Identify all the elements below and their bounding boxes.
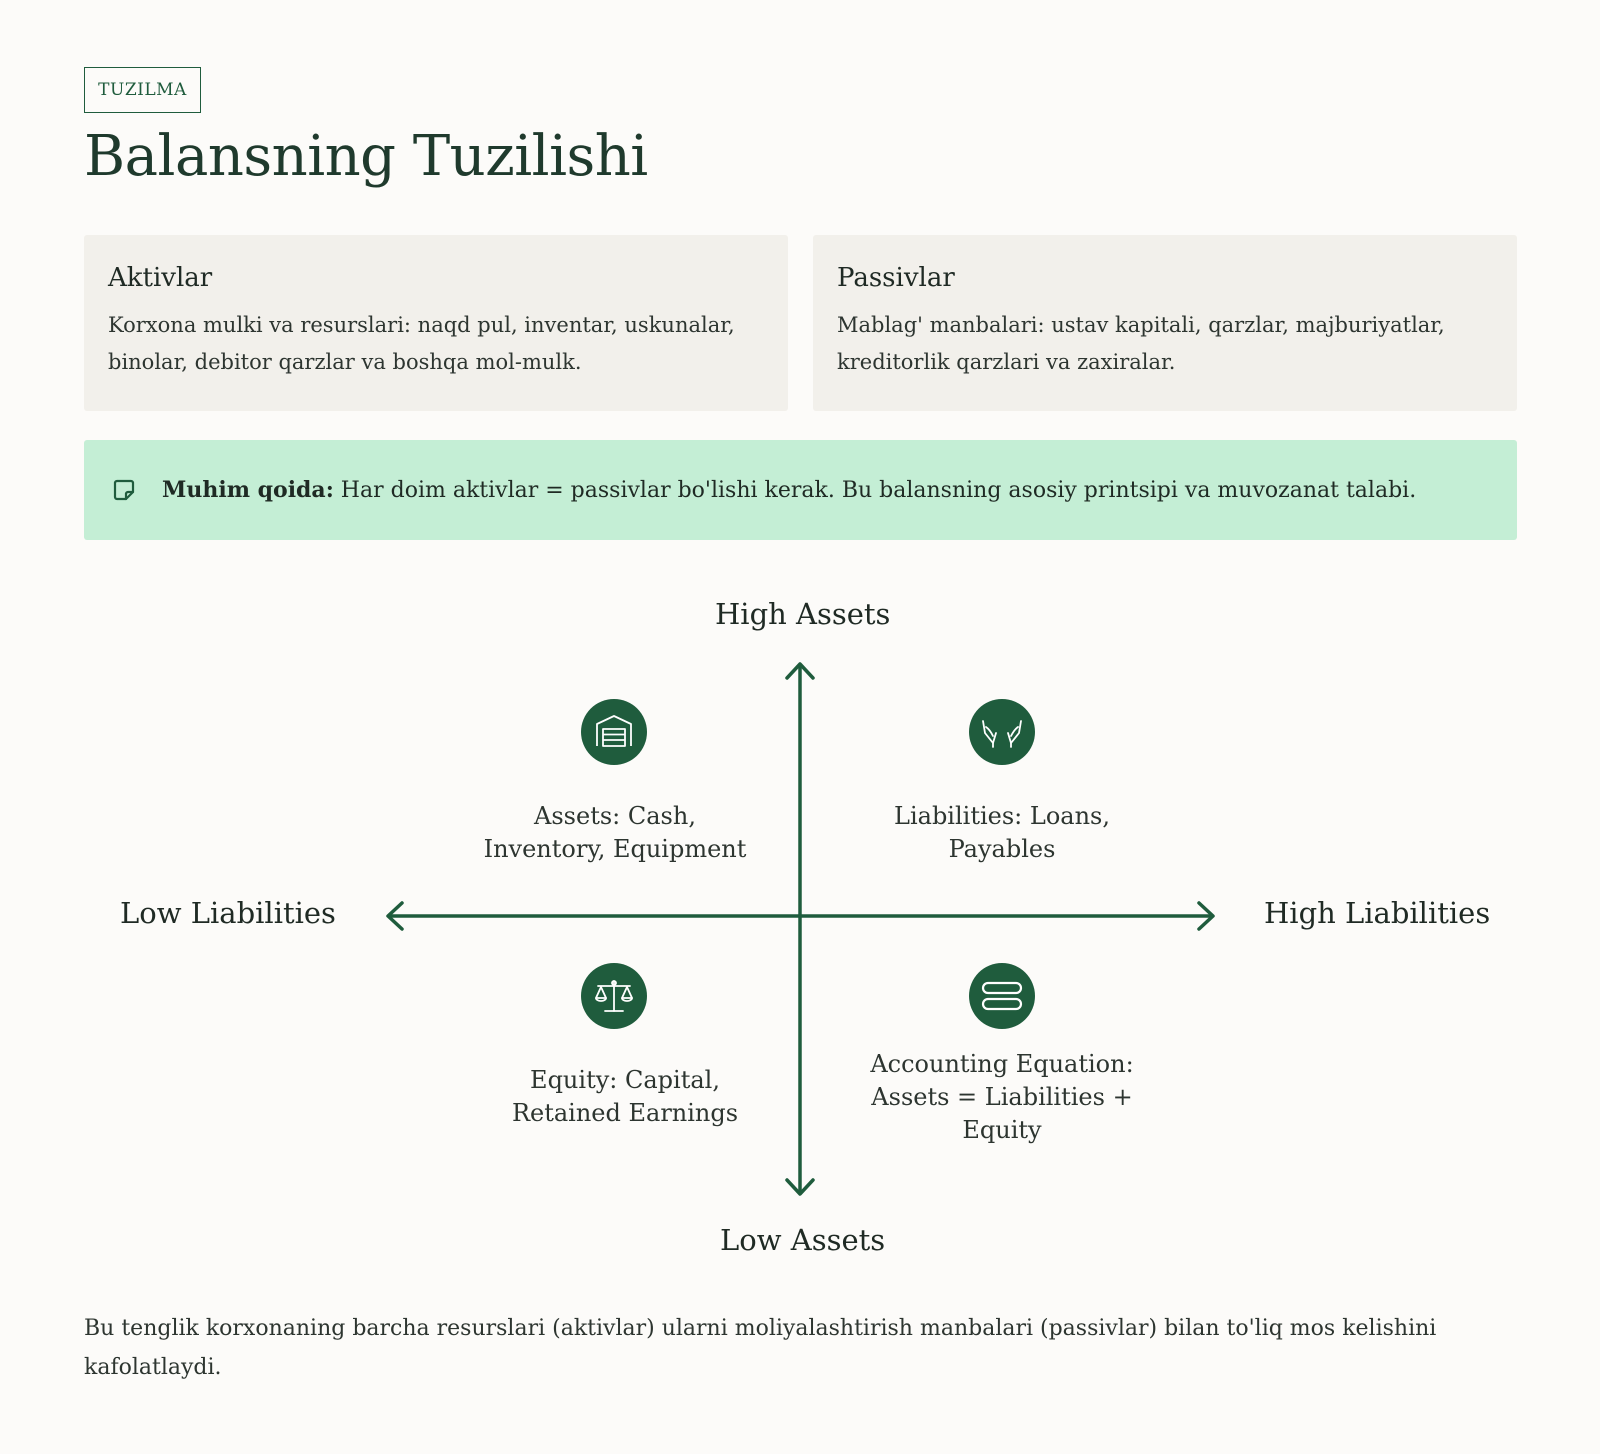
- warehouse-icon: [581, 699, 647, 765]
- label-line: Inventory, Equipment: [483, 835, 747, 863]
- arrow-right: [1197, 901, 1215, 931]
- label-line: Liabilities: Loans,: [894, 802, 1110, 830]
- arrow-left: [386, 901, 404, 931]
- balance-scale-icon: [581, 963, 647, 1029]
- label-line: Retained Earnings: [511, 1099, 739, 1127]
- axis-label-left: Low Liabilities: [120, 896, 336, 930]
- quadrant-label-liabilities: Liabilities: Loans, Payables: [862, 800, 1142, 866]
- assets-card-heading: Aktivlar: [108, 263, 213, 293]
- liabilities-card: Passivlar Mablag' manbalari: ustav kapit…: [813, 235, 1517, 411]
- arrow-down: [785, 1178, 815, 1196]
- quadrant-label-equity: Equity: Capital, Retained Earnings: [480, 1064, 770, 1130]
- footer-text: Bu tenglik korxonaning barcha resurslari…: [84, 1316, 1437, 1380]
- note-body: Har doim aktivlar = passivlar bo'lishi k…: [333, 478, 1417, 503]
- section-tag: TUZILMA: [84, 67, 201, 113]
- quadrant-label-equation: Accounting Equation: Assets = Liabilitie…: [852, 1048, 1152, 1147]
- liabilities-card-heading: Passivlar: [837, 263, 955, 293]
- important-rule-note: Muhim qoida: Har doim aktivlar = passivl…: [84, 440, 1517, 540]
- axis-label-right: High Liabilities: [1264, 896, 1491, 930]
- axis-label-bottom: Low Assets: [720, 1223, 886, 1257]
- note-text: Muhim qoida: Har doim aktivlar = passivl…: [162, 477, 1416, 503]
- liabilities-card-text: Mablag' manbalari: ustav kapitali, qarzl…: [837, 313, 1445, 374]
- label-line: Equity: [962, 1116, 1042, 1144]
- note-bold-label: Muhim qoida:: [162, 477, 334, 503]
- quadrant-label-assets: Assets: Cash, Inventory, Equipment: [470, 800, 760, 866]
- axis-label-top: High Assets: [715, 597, 891, 631]
- sticky-note-icon: [112, 478, 136, 502]
- label-line: Assets = Liabilities +: [871, 1083, 1133, 1111]
- label-line: Assets: Cash,: [534, 802, 696, 830]
- label-line: Accounting Equation:: [870, 1050, 1134, 1078]
- arrow-up: [785, 662, 815, 680]
- page-title: Balansning Tuzilishi: [84, 124, 648, 189]
- equals-icon: [969, 963, 1035, 1029]
- label-line: Equity: Capital,: [530, 1066, 720, 1094]
- assets-card: Aktivlar Korxona mulki va resurslari: na…: [84, 235, 788, 411]
- label-line: Payables: [948, 835, 1056, 863]
- hands-icon: [969, 699, 1035, 765]
- assets-card-text: Korxona mulki va resurslari: naqd pul, i…: [108, 313, 735, 374]
